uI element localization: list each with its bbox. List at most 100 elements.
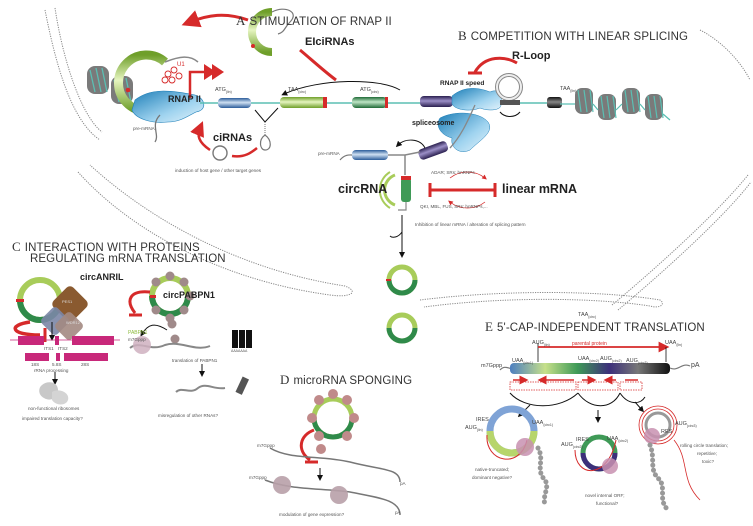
codon-sub: (circ2) <box>611 359 622 364</box>
codon-sub: (circ) <box>588 315 597 320</box>
pa-label-d2: pA <box>395 510 401 515</box>
taa-circ-top-label: TAA(circ) <box>578 312 596 319</box>
rrna-58s-label: 5.8S <box>52 362 62 367</box>
outcome-2-line2: functional? <box>596 501 619 506</box>
codon-sub: (lin) <box>225 90 232 95</box>
atg-circ-label: ATG(circ) <box>360 87 379 94</box>
exon-light-green <box>280 97 326 108</box>
wdr12-protein <box>55 312 83 340</box>
section-letter: E <box>485 319 494 334</box>
aug-left-label: AUG(lin) <box>465 425 483 432</box>
circanril-label: circANRIL <box>80 272 124 282</box>
exon-dark-green-vertical <box>401 178 411 202</box>
cap-label-d1: m7Gppp <box>257 443 275 448</box>
nuclear-membrane-left-inner <box>54 7 103 133</box>
codon-text: ATG <box>360 87 371 93</box>
impaired-translation-label: impaired translation capacity? <box>22 416 83 421</box>
exon-blue <box>218 98 251 108</box>
pabpn1-label: PABPN1 <box>128 330 148 336</box>
spliceosome-label: spliceosome <box>412 120 455 127</box>
codon-sub: (circ1) <box>543 423 554 428</box>
cirna-to-rnap-arrow <box>190 121 211 152</box>
pa-label-d1: pA <box>400 481 406 486</box>
linear-mrna-label: linear mRNA <box>502 182 578 196</box>
outcome-1-line2: dominant negative? <box>472 475 513 480</box>
outcome-2-line1: novel internal ORF; <box>585 493 625 498</box>
factors-promoting-linear: QKI, MBL, FUS, SRs; hnRNPs,... <box>420 204 488 209</box>
rnap-ii-label: RNAP II <box>168 94 201 104</box>
circrna-label: circRNA <box>338 182 388 196</box>
rrna-18s-label: 18S <box>31 362 40 367</box>
eicirna-to-rnap-arrow <box>181 10 249 28</box>
codon-sub: (circ1) <box>523 361 534 366</box>
backsplice-arrow <box>281 81 401 96</box>
nuclear-membrane-center <box>77 164 353 297</box>
panel-d-caption: modulation of gene expression? <box>279 512 345 517</box>
ires-label-2: IRES <box>576 437 589 443</box>
outcome-3-line3: toxic? <box>702 459 715 464</box>
taa-circ-label: TAA(circ) <box>288 87 306 94</box>
cirnas-label: ciRNAs <box>213 132 253 144</box>
intron-lariat <box>259 134 271 151</box>
codon-sub: (lin) <box>476 428 483 433</box>
multi-exon-mrna <box>510 363 670 374</box>
panel-b-caption: Inhibition of linear mRNA / alteration o… <box>415 222 526 227</box>
pabpn1-proteins <box>232 330 252 348</box>
section-title-text: microRNA SPONGING <box>293 375 413 387</box>
aug-circ2-out-label: AUG(circ2) <box>561 442 583 449</box>
nuclear-envelope <box>44 7 752 311</box>
section-title-text: STIMULATION OF RNAP II <box>249 16 392 28</box>
outcome-3-line2: repetitive; <box>697 451 717 456</box>
section-title-text: INTERACTION WITH PROTEINS <box>24 242 200 254</box>
codon-text: AUG <box>465 425 477 431</box>
transcription-stimulation-arrow <box>204 64 224 80</box>
codon-text: TAA <box>288 87 299 93</box>
panel-a-graphics <box>87 8 405 161</box>
section-title-text: 5'-CAP-INDEPENDENT TRANSLATION <box>497 322 705 334</box>
panel-d-graphics <box>264 389 401 516</box>
section-letter: A <box>236 13 246 28</box>
ires-label-1: IRES <box>476 417 489 423</box>
ribosome-icon <box>273 476 291 494</box>
exon-purple <box>420 96 453 107</box>
aug-circ3-out-label: AUG(circ3) <box>675 421 697 428</box>
codon-text: AUG <box>675 421 687 427</box>
codon-text: ATG <box>215 87 226 93</box>
codon-sub: (lin) <box>570 89 577 94</box>
atg-lin-label: ATG(lin) <box>215 87 232 94</box>
eicirna-free <box>248 8 273 56</box>
codon-sub: (circ2) <box>572 445 583 450</box>
nuclear-membrane-top-right <box>699 29 751 81</box>
section-letter: B <box>458 28 467 43</box>
codon-text: UAA <box>532 420 544 426</box>
codon-text: AUG <box>532 340 544 346</box>
u1-snrnp-icon <box>161 66 183 84</box>
codon-sub: (circ3) <box>686 424 697 429</box>
codon-sub: (lin) <box>543 343 550 348</box>
res-label: RES <box>661 429 673 435</box>
ribosome-icon <box>133 336 151 354</box>
section-letter: C <box>12 239 21 254</box>
outcome-1-line1: native-truncated; <box>475 467 510 472</box>
spliceosome-icon <box>437 112 490 152</box>
wdr12-label: WDR12 <box>66 320 81 325</box>
rrna-18s-segment <box>18 336 44 345</box>
panel-e-graphics <box>486 341 701 513</box>
uaa-circ1-out-label: UAA(circ1) <box>532 420 553 427</box>
nuclear-membrane-right <box>611 174 752 311</box>
codon-sub: (circ2) <box>589 359 600 364</box>
cirna-icon <box>212 145 228 161</box>
pre-mrna-label: pre-mRNA <box>133 126 155 131</box>
rrna-28s-label: 28S <box>81 362 90 367</box>
hur-protein <box>151 271 195 344</box>
circpabpn1-label: circPABPN1 <box>163 290 215 300</box>
nuclear-membrane-bottom <box>419 292 663 308</box>
codon-sub: (circ2) <box>618 439 629 444</box>
its2-label: ITS2 <box>58 346 68 351</box>
